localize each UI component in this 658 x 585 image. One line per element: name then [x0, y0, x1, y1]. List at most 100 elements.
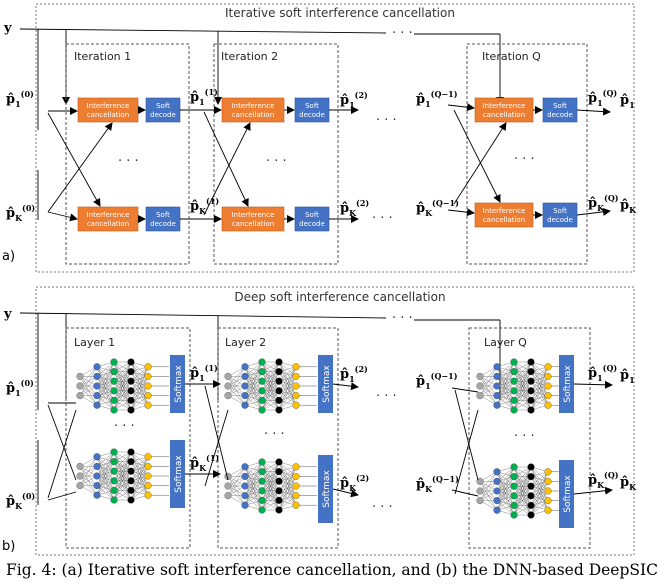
- nn-node: [93, 462, 101, 470]
- nn-node: [476, 392, 484, 400]
- deepsic-figure: Iterative soft interference cancellation…: [2, 3, 637, 556]
- nn-edge: [261, 481, 280, 511]
- nn-edge: [244, 361, 263, 377]
- nn-edge: [227, 466, 246, 496]
- ic-label: Interference: [483, 207, 526, 215]
- nn-edge: [130, 385, 149, 411]
- nn-node: [275, 487, 283, 495]
- nn-node: [241, 492, 249, 500]
- nn-node: [241, 363, 249, 371]
- nn-edge: [479, 481, 498, 501]
- nn-edge: [96, 381, 115, 406]
- nn-node: [258, 458, 266, 466]
- nn-node: [275, 477, 283, 485]
- svg-text:p̂K(Q−1): p̂K(Q−1): [416, 474, 459, 494]
- nn-edge: [513, 486, 532, 516]
- nn-node: [93, 472, 101, 480]
- nn-node: [527, 511, 535, 519]
- nn-node: [510, 492, 518, 500]
- iteration-2-blocks: Interference cancellation Soft decode In…: [221, 97, 330, 232]
- nn-edge: [130, 485, 149, 501]
- nn-edge: [513, 361, 532, 391]
- nn-edge: [244, 461, 263, 506]
- sd-label: decode: [150, 220, 176, 228]
- iteration-q-frame: [466, 43, 588, 265]
- nn-edge: [130, 366, 149, 382]
- nn-edge: [79, 456, 98, 477]
- nn-edge: [96, 390, 115, 406]
- nn-node: [93, 401, 101, 409]
- neural-network: [476, 358, 569, 414]
- softmax-block: [170, 440, 185, 508]
- nn-node: [93, 392, 101, 400]
- nn-node: [527, 482, 535, 490]
- nn-node: [241, 501, 249, 509]
- nn-node: [493, 382, 501, 390]
- nn-node: [275, 396, 283, 404]
- nn-edge: [278, 495, 297, 511]
- nn-node: [224, 492, 232, 500]
- nn-node: [127, 396, 135, 404]
- nn-edge: [530, 471, 549, 516]
- nn-node: [110, 368, 118, 376]
- nn-edge: [244, 471, 263, 506]
- nn-edge: [261, 381, 280, 411]
- nn-edge: [79, 466, 98, 486]
- nn-edge: [227, 476, 246, 496]
- nn-edge: [96, 451, 115, 486]
- nn-node: [527, 463, 535, 471]
- nn-node: [258, 477, 266, 485]
- iteration-q-title: Iteration Q: [482, 50, 541, 63]
- nn-edge: [496, 361, 515, 387]
- nn-node: [127, 486, 135, 494]
- nn-edge: [513, 495, 532, 516]
- svg-text:p̂K(1): p̂K(1): [190, 196, 219, 216]
- svg-text:p̂K(Q): p̂K(Q): [588, 193, 619, 213]
- nn-node: [93, 482, 101, 490]
- svg-text:p̂K: p̂K: [620, 475, 637, 492]
- nn-edge: [496, 381, 515, 406]
- nn-node: [527, 368, 535, 376]
- svg-text:p̂1: p̂1: [620, 93, 635, 110]
- nn-node: [493, 497, 501, 505]
- panel-a: Iterative soft interference cancellation…: [2, 3, 637, 273]
- svg-text:p̂1(Q): p̂1(Q): [588, 88, 617, 108]
- svg-text:p̂1(0): p̂1(0): [6, 378, 34, 398]
- nn-node: [476, 382, 484, 390]
- vertical-dots: · · ·: [266, 154, 287, 169]
- nn-node: [93, 363, 101, 371]
- nn-node: [292, 472, 300, 480]
- iteration-q-blocks: Interference cancellation Soft decode In…: [474, 97, 578, 228]
- neural-networks: [76, 358, 569, 519]
- nn-node: [292, 363, 300, 371]
- nn-node: [76, 372, 84, 380]
- svg-text:p̂K(0): p̂K(0): [6, 203, 35, 223]
- nn-edge: [479, 376, 498, 396]
- svg-text:· · ·: · · ·: [372, 211, 393, 226]
- nn-node: [127, 387, 135, 395]
- nn-node: [110, 377, 118, 385]
- nn-node: [292, 482, 300, 490]
- nn-node: [127, 477, 135, 485]
- nn-node: [258, 358, 266, 366]
- svg-text:p̂K: p̂K: [620, 198, 637, 215]
- nn-node: [224, 382, 232, 390]
- nn-edge: [130, 376, 149, 411]
- nn-node: [510, 501, 518, 509]
- nn-edge: [113, 361, 132, 382]
- neural-network: [224, 358, 317, 414]
- nn-node: [144, 453, 152, 461]
- nn-node: [76, 472, 84, 480]
- nn-edge: [96, 451, 115, 477]
- panel-b-symbols: p̂1(0) p̂K(0) p̂1(1) p̂K(1) p̂1(2) p̂K(2…: [6, 363, 637, 515]
- nn-edge: [96, 480, 115, 496]
- nn-edge: [96, 361, 115, 396]
- nn-node: [544, 477, 552, 485]
- softmax-block: [559, 460, 574, 528]
- nn-edge: [227, 366, 246, 396]
- nn-edge: [496, 361, 515, 396]
- nn-edge: [496, 390, 515, 406]
- nn-edge: [261, 361, 280, 391]
- nn-node: [510, 482, 518, 490]
- nn-node: [76, 392, 84, 400]
